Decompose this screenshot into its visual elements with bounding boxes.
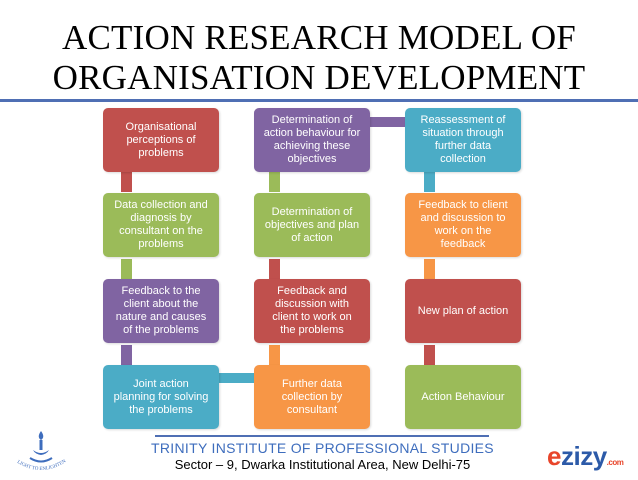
connector-col1-1 bbox=[121, 172, 132, 192]
ezizy-logo: ezizy.com bbox=[547, 441, 633, 471]
box-feedback-client-discussion: Feedback to client and discussion to wor… bbox=[405, 193, 521, 257]
box-organisational-perceptions: Organisational perceptions of problems bbox=[103, 108, 219, 172]
connector-joint-to-further bbox=[219, 373, 256, 383]
box-feedback-discussion: Feedback and discussion with client to w… bbox=[254, 279, 370, 343]
institute-name: TRINITY INSTITUTE OF PROFESSIONAL STUDIE… bbox=[151, 440, 494, 456]
box-data-collection-diagnosis: Data collection and diagnosis by consult… bbox=[103, 193, 219, 257]
box-joint-action-planning: Joint action planning for solving the pr… bbox=[103, 365, 219, 429]
connector-col3-2 bbox=[424, 259, 435, 279]
lamp-logo-icon: LIGHT TO ENLIGHTEN bbox=[16, 431, 67, 472]
connector-col1-2 bbox=[121, 259, 132, 279]
title-divider bbox=[0, 99, 638, 102]
box-action-behaviour: Action Behaviour bbox=[405, 365, 521, 429]
connector-col3-3 bbox=[424, 345, 435, 365]
ezizy-logo-e: e bbox=[547, 441, 561, 471]
box-feedback-client-nature: Feedback to the client about the nature … bbox=[103, 279, 219, 343]
box-reassessment: Reassessment of situation through furthe… bbox=[405, 108, 521, 172]
connector-col2-1 bbox=[269, 172, 280, 192]
slide-title-line-2: ORGANISATION DEVELOPMENT bbox=[52, 58, 586, 97]
box-determination-objectives: Determination of objectives and plan of … bbox=[254, 193, 370, 257]
box-determination-action-behaviour: Determination of action behaviour for ac… bbox=[254, 108, 370, 172]
footer-divider bbox=[155, 435, 489, 437]
institute-address: Sector – 9, Dwarka Institutional Area, N… bbox=[174, 457, 471, 472]
connector-col3-1 bbox=[424, 172, 435, 192]
connector-determination-to-reassessment bbox=[370, 117, 407, 127]
box-new-plan-of-action: New plan of action bbox=[405, 279, 521, 343]
ezizy-logo-text: zizy bbox=[560, 441, 607, 471]
ezizy-logo-suffix: .com bbox=[606, 458, 624, 467]
slide-title: ACTION RESEARCH MODEL OF ORGANISATION DE… bbox=[0, 18, 638, 98]
institute-logo: LIGHT TO ENLIGHTEN bbox=[6, 425, 76, 475]
connector-col2-3 bbox=[269, 345, 280, 365]
slide-title-line-1: ACTION RESEARCH MODEL OF bbox=[62, 18, 576, 57]
connector-col1-3 bbox=[121, 345, 132, 365]
box-further-data-collection: Further data collection by consultant bbox=[254, 365, 370, 429]
connector-col2-2 bbox=[269, 259, 280, 279]
